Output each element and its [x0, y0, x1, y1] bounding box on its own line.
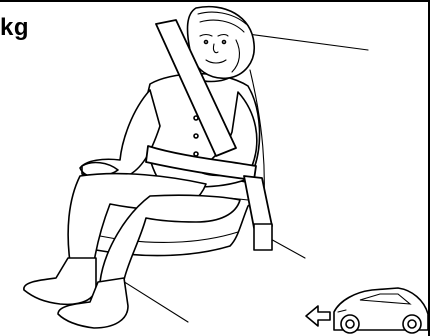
leader-line-head — [248, 34, 368, 50]
buckle-strap — [244, 176, 272, 228]
leader-line-cushion — [118, 278, 188, 322]
arrow-left-icon — [306, 306, 330, 326]
seat-belt-buckle — [254, 224, 272, 250]
car-icon — [334, 288, 428, 333]
